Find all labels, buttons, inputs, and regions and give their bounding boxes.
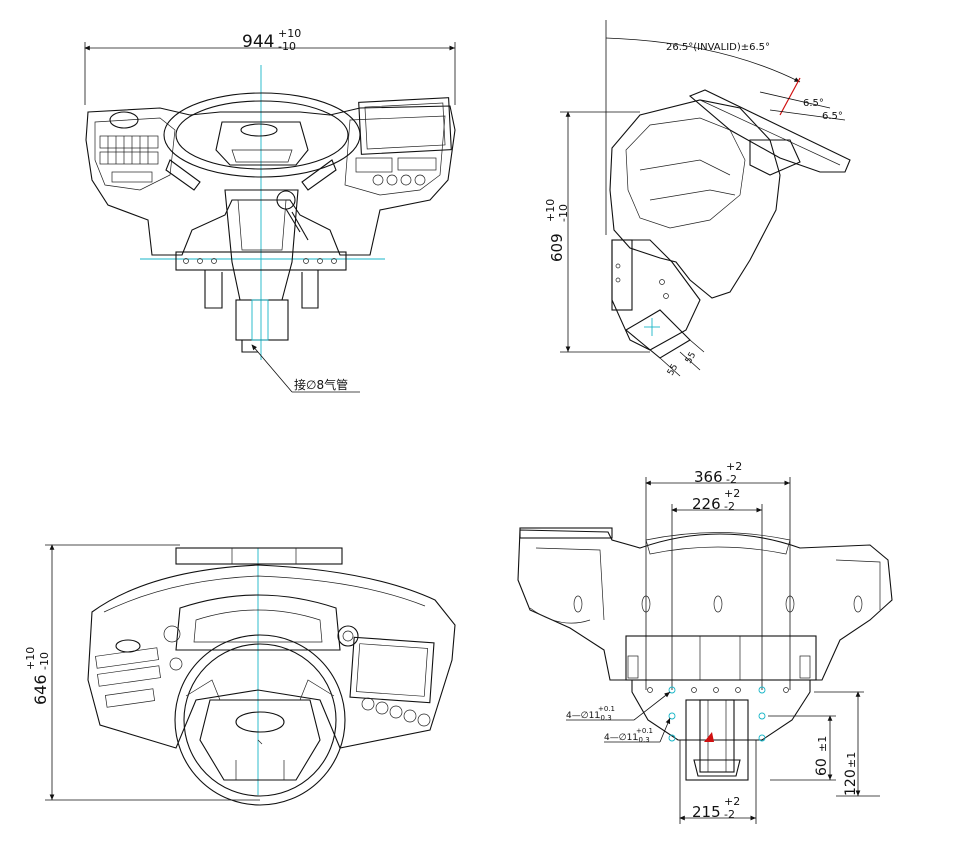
rear-dim-366-tol-lower: -2: [726, 473, 737, 486]
front-width-tol-lower: -10: [278, 40, 296, 53]
front-steering-column: [165, 159, 347, 353]
hole-b-tol-upper: +0.1: [636, 727, 653, 735]
top-view: 646 +10 -10: [24, 544, 456, 806]
rear-dim-120-value: 120: [843, 769, 859, 796]
rear-dim-60-tol: ±1: [816, 736, 829, 752]
hole-a-tol-upper: +0.1: [598, 705, 615, 713]
rear-dim-120: 120 ±1: [814, 691, 880, 797]
front-pipe-note: 接∅8气管: [251, 344, 360, 393]
top-height-tol-upper: +10: [24, 647, 37, 670]
side-dim-right: 55: [684, 351, 698, 366]
side-dashboard-body: [609, 89, 851, 359]
side-angle-note: 26.5°(INVALID)±6.5°: [666, 42, 770, 53]
rear-mount-plate: [631, 679, 811, 781]
top-height-tol-lower: -10: [38, 652, 51, 670]
rear-hole-callout-a: 4—∅11 +0.1 -0.3: [566, 691, 671, 722]
top-height-value: 646: [31, 674, 50, 705]
rear-dim-60: 60 ±1: [768, 715, 836, 781]
front-steering-wheel: [163, 92, 361, 178]
side-height-tol-lower: -10: [557, 204, 570, 222]
hole-a-text: 4—∅11: [566, 711, 600, 721]
side-height-value: 609: [548, 233, 566, 262]
rear-dim-60-value: 60: [814, 758, 830, 776]
front-width-tol-upper: +10: [278, 27, 301, 40]
rear-dim-215: 215 +2 -2: [679, 740, 757, 824]
side-dim-left: 55: [666, 363, 680, 378]
rear-dashboard-body: [517, 527, 893, 681]
side-angle-b: 6.5°: [822, 111, 843, 122]
side-angle-dimension: 26.5°(INVALID)±6.5° 6.5° 6.5°: [605, 20, 846, 235]
side-view: 609 +10 -10 26.5°(INVALID)±6.5° 6.5° 6.5…: [544, 20, 851, 378]
top-steering-wheel: [174, 634, 346, 806]
top-height-dimension: 646 +10 -10: [24, 544, 260, 801]
side-height-tol-upper: +10: [544, 199, 557, 222]
front-view: 944 +10 -10: [84, 27, 456, 393]
rear-dim-226-tol-upper: +2: [724, 487, 740, 500]
rear-dim-366-value: 366: [694, 468, 723, 486]
rear-dim-215-value: 215: [692, 803, 721, 821]
rear-dim-366-tol-upper: +2: [726, 460, 742, 473]
rear-dim-226: 226 +2 -2: [671, 487, 763, 690]
front-width-value: 944: [242, 32, 274, 52]
rear-view: 366 +2 -2 226 +2 -2: [517, 460, 893, 824]
pipe-note-text: 接∅8气管: [294, 377, 348, 392]
top-dashboard-body: [87, 547, 456, 749]
rear-dim-120-tol: ±1: [845, 752, 858, 768]
rear-hole-callout-b: 4—∅11 +0.1 -0.3: [604, 717, 671, 744]
side-small-dimensions: 55 55: [659, 339, 705, 378]
hole-b-tol-lower: -0.3: [636, 736, 650, 744]
rear-dim-226-value: 226: [692, 495, 721, 513]
front-width-dimension: 944 +10 -10: [84, 27, 456, 105]
front-dashboard-body: [85, 97, 456, 256]
hole-b-text: 4—∅11: [604, 733, 638, 743]
rear-dim-366: 366 +2 -2: [645, 460, 791, 690]
rear-dim-226-tol-lower: -2: [724, 500, 735, 513]
side-angle-a: 6.5°: [803, 98, 824, 109]
rear-dim-215-tol-upper: +2: [724, 795, 740, 808]
rear-dim-215-tol-lower: -2: [724, 808, 735, 821]
side-height-dimension: 609 +10 -10: [544, 111, 650, 353]
hole-a-tol-lower: -0.3: [598, 714, 612, 722]
top-right-screen: [337, 625, 435, 727]
top-left-vents: [95, 625, 183, 708]
rear-red-marker: [704, 732, 714, 742]
